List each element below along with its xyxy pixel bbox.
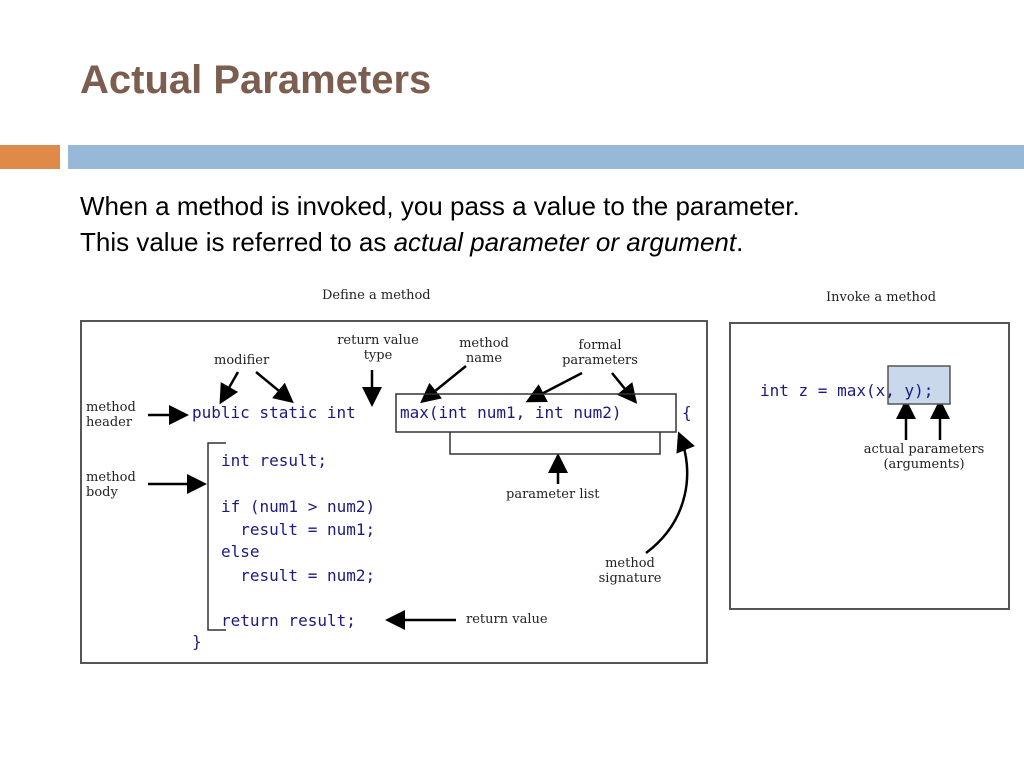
label-method-name-line-2: name — [465, 351, 503, 366]
code-line-else: else — [221, 542, 260, 561]
body-line-2-suffix: . — [736, 227, 744, 257]
code-line-assign-2: result = num2; — [221, 566, 376, 585]
code-line-return: return result; — [221, 611, 356, 630]
label-return-type-line-1: return value — [337, 333, 419, 348]
define-method-caption: Define a method — [322, 288, 431, 303]
code-header-modifiers: public static int — [192, 403, 356, 422]
body-line-1: When a method is invoked, you pass a val… — [80, 191, 800, 221]
invoke-code-args: (x, y) — [865, 381, 924, 400]
label-formal-parameters-line-2: parameters — [562, 353, 638, 368]
label-actual-parameters-line-2: (arguments) — [883, 457, 965, 472]
label-method-header-line-1: method — [86, 400, 136, 415]
label-parameter-list: parameter list — [506, 487, 600, 502]
label-return-type: return value type — [334, 333, 422, 363]
label-method-name-line-1: method — [459, 336, 509, 351]
label-method-signature: method signature — [592, 556, 668, 586]
label-method-signature-line-2: signature — [598, 571, 662, 586]
invoke-method-figure — [729, 322, 1010, 610]
label-return-value: return value — [466, 612, 548, 627]
body-line-2: This value is referred to as actual para… — [80, 224, 980, 260]
label-method-name: method name — [452, 336, 516, 366]
label-method-signature-line-1: method — [605, 556, 655, 571]
label-formal-parameters-line-1: formal — [578, 338, 622, 353]
label-formal-parameters: formal parameters — [560, 338, 640, 368]
code-close-brace: } — [192, 632, 202, 651]
code-line-if: if (num1 > num2) — [221, 497, 376, 516]
code-open-brace: { — [682, 403, 692, 422]
invoke-code-prefix: int z = max — [760, 381, 866, 400]
label-method-header: method header — [86, 400, 136, 430]
label-actual-parameters: actual parameters (arguments) — [862, 442, 986, 472]
slide-title: Actual Parameters — [80, 58, 432, 102]
accent-bar-blue — [68, 145, 1024, 169]
invoke-code-line: int z = max(x, y); — [760, 381, 933, 400]
code-line-assign-1: result = num1; — [221, 520, 376, 539]
label-method-body-line-1: method — [86, 470, 136, 485]
invoke-code-suffix: ; — [923, 381, 934, 400]
label-method-body: method body — [86, 470, 136, 500]
code-line-decl: int result; — [221, 451, 327, 470]
body-line-2-emphasis: actual parameter or argument — [393, 227, 737, 257]
accent-bar-orange — [0, 145, 60, 169]
body-text: When a method is invoked, you pass a val… — [80, 188, 980, 260]
code-header-signature: max(int num1, int num2) — [400, 403, 622, 422]
invoke-method-caption: Invoke a method — [826, 290, 937, 305]
label-actual-parameters-line-1: actual parameters — [863, 442, 985, 457]
body-line-2-prefix: This value is referred to as — [80, 227, 394, 257]
label-modifier: modifier — [214, 353, 270, 368]
label-method-body-line-2: body — [86, 485, 118, 500]
define-method-figure — [80, 320, 708, 664]
label-return-type-line-2: type — [363, 348, 393, 363]
label-method-header-line-2: header — [86, 415, 133, 430]
